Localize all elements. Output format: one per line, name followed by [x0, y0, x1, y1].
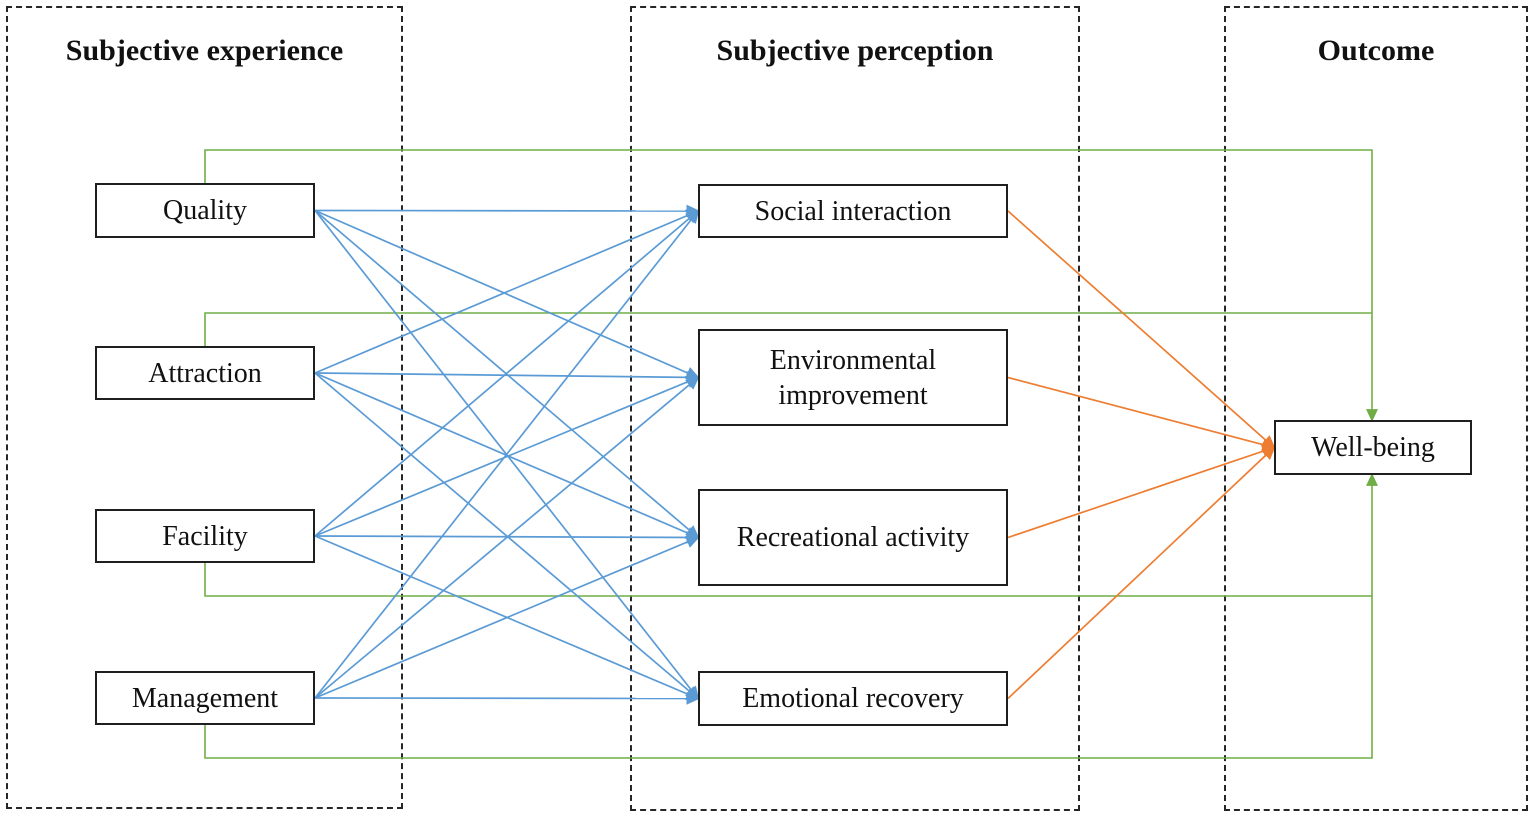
node-label-recreational-activity: Recreational activity: [736, 522, 970, 553]
node-label-quality: Quality: [163, 195, 247, 226]
node-label-well-being: Well-being: [1311, 432, 1435, 463]
panel-title-outcome: Outcome: [1317, 34, 1435, 67]
node-label-facility: Facility: [162, 520, 248, 552]
node-label-management: Management: [131, 682, 279, 714]
node-label-environmental-improvement: Environmental improvement: [769, 344, 937, 411]
node-management: Management: [95, 671, 315, 725]
panel-title-subjective-experience: Subjective experience: [65, 34, 344, 67]
node-label-emotional-recovery: Emotional recovery: [742, 683, 964, 714]
node-environmental-improvement: Environmental improvement: [698, 329, 1008, 426]
node-social-interaction: Social interaction: [698, 184, 1008, 238]
node-well-being: Well-being: [1274, 420, 1472, 475]
node-attraction: Attraction: [95, 346, 315, 400]
node-label-social-interaction: Social interaction: [754, 195, 952, 227]
node-emotional-recovery: Emotional recovery: [698, 671, 1008, 726]
panel-title-subjective-perception: Subjective perception: [716, 34, 994, 67]
node-facility: Facility: [95, 509, 315, 563]
node-quality: Quality: [95, 183, 315, 238]
panel-outcome: Outcome: [1224, 6, 1528, 811]
node-recreational-activity: Recreational activity: [698, 489, 1008, 586]
node-label-attraction: Attraction: [148, 357, 262, 389]
